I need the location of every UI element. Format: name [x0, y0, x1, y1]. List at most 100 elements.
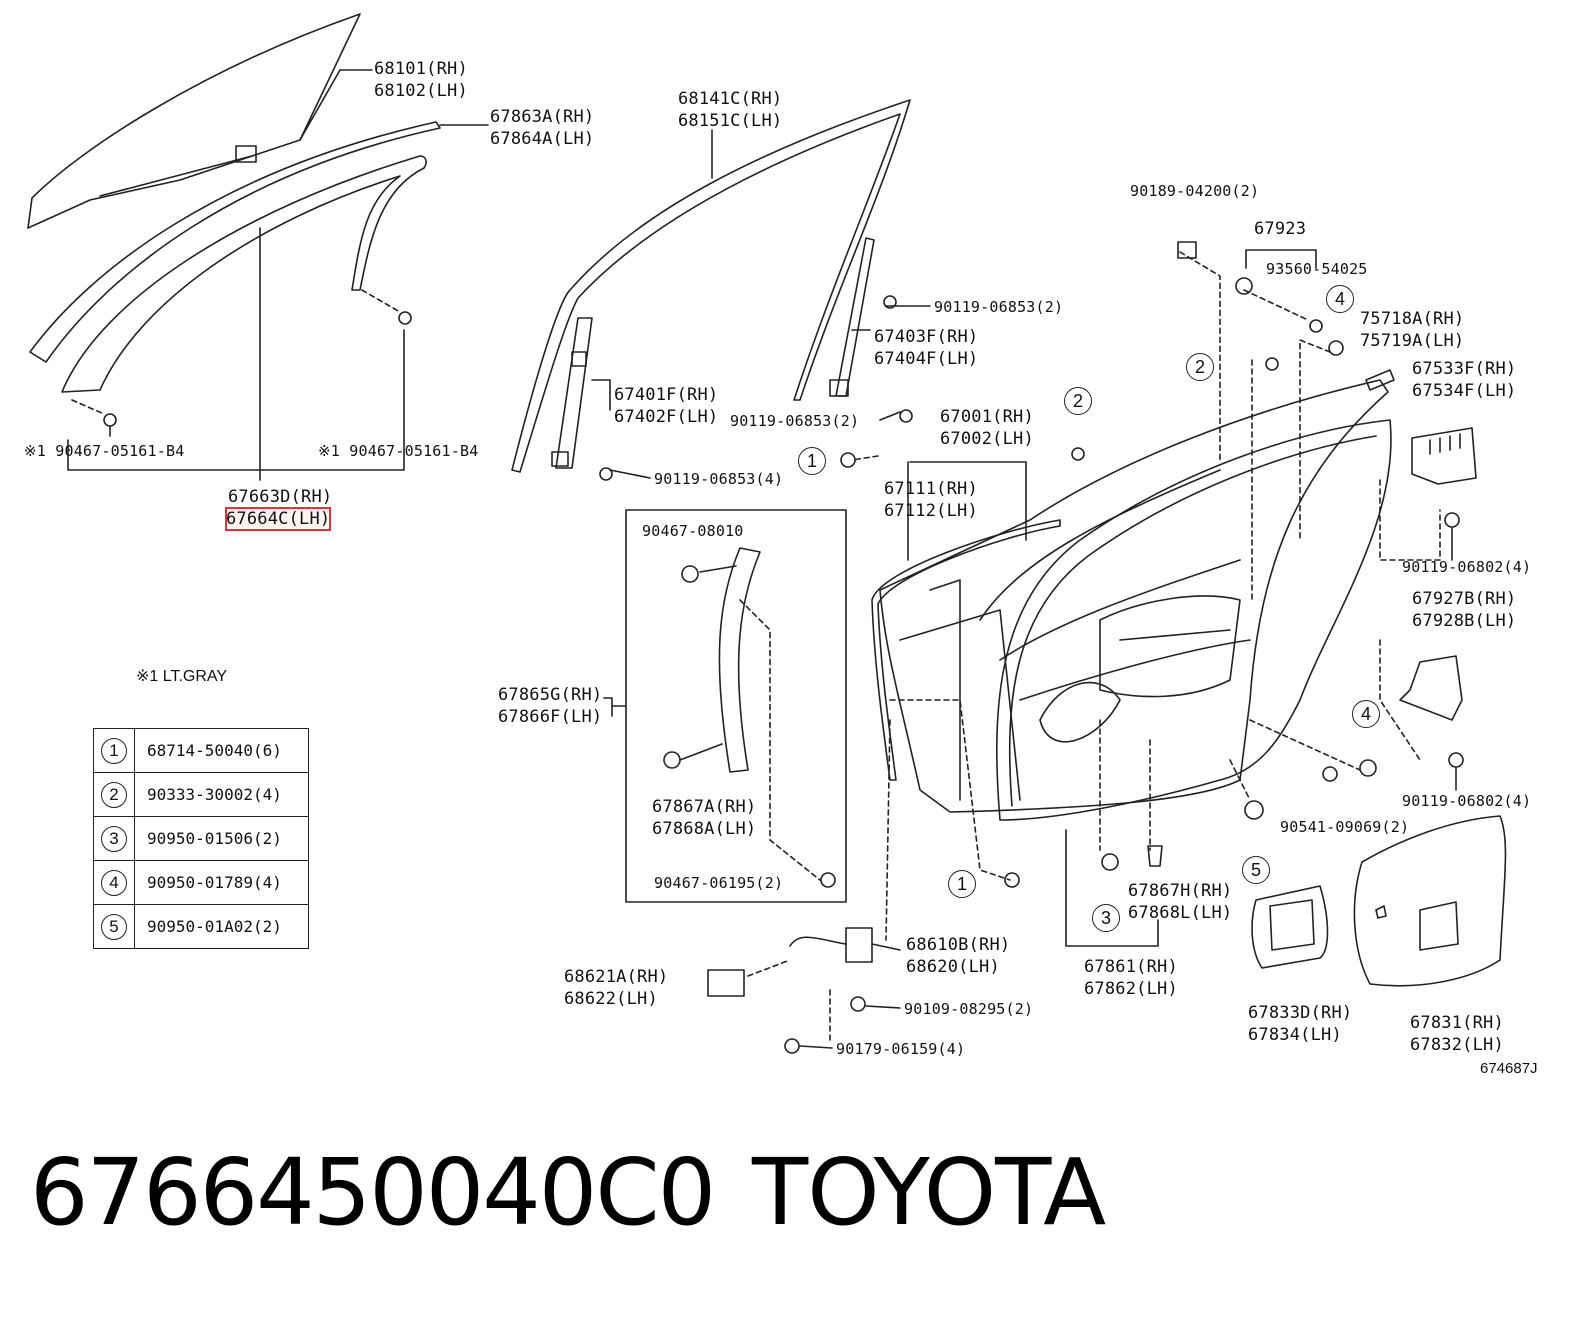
set-93560-label: 93560-54025 [1266, 260, 1368, 278]
nut-06159-label: 90179-06159(4) [836, 1040, 966, 1058]
frame-seal [871, 519, 1061, 781]
legend-row: 1 68714-50040(6) [93, 728, 309, 773]
door-trim-panel-part [1353, 815, 1507, 987]
speaker-bracket-part [1399, 655, 1463, 721]
legend-row: 3 90950-01506(2) [93, 816, 309, 861]
clip-label-right: ※1 90467-05161-B4 [318, 442, 479, 460]
clip-label-left: ※1 90467-05161-B4 [24, 442, 185, 460]
check-cover-label-rh: 67533F(RH) [1412, 359, 1517, 379]
door-weatherstrip [996, 419, 1392, 821]
frame-seal-label-lh: 67112(LH) [884, 501, 978, 521]
inset-clip-bottom-label: 90467-06195(2) [654, 874, 784, 892]
rear-channel-bolt-label: 90119-06853(2) [934, 298, 1064, 316]
callout-5: 5 [1242, 856, 1270, 884]
callout-1-lower: 1 [948, 870, 976, 898]
door-panel-label-rh: 67001(RH) [940, 407, 1034, 427]
bolt-06802-top-label: 90119-06802(4) [1402, 558, 1532, 576]
window-glass-label-lh: 68102(LH) [374, 81, 468, 101]
pillar-garnish-label-rh: 67663D(RH) [228, 487, 333, 507]
window-glass [27, 13, 361, 229]
hinge-cover-label-lh: 75719A(LH) [1360, 331, 1465, 351]
legend-part: 90333-30002(4) [134, 772, 309, 817]
cover-plug-label-rh: 67867H(RH) [1128, 881, 1233, 901]
outer-weatherstrip [29, 121, 441, 363]
outer-weatherstrip-label-rh: 67863A(RH) [490, 107, 595, 127]
callout-2-upper: 2 [1186, 353, 1214, 381]
service-hole-cover-part [1251, 885, 1329, 969]
screw-top-label: 90189-04200(2) [1130, 182, 1260, 200]
trim-panel-label-rh: 67831(RH) [1410, 1013, 1504, 1033]
callout-4-lower: 4 [1352, 700, 1380, 728]
legend-part: 90950-01789(4) [134, 860, 309, 905]
nut-09069-label: 90541-09069(2) [1280, 818, 1410, 836]
door-check-part [845, 927, 873, 963]
rear-channel-label-rh: 67403F(RH) [874, 327, 979, 347]
service-hole-cover-label-rh: 67833D(RH) [1248, 1003, 1353, 1023]
glass-run [511, 99, 911, 473]
legend-part: 68714-50040(6) [134, 728, 309, 773]
callout-3: 3 [1092, 904, 1120, 932]
inset-clip-top-label: 90467-08010 [642, 522, 744, 540]
figure-code: 674687J [1480, 1060, 1538, 1077]
legend-row: 4 90950-01789(4) [93, 860, 309, 905]
front-channel-label-lh: 67402F(LH) [614, 407, 719, 427]
callout-4-upper: 4 [1326, 285, 1354, 313]
service-hole-cover-label-lh: 67834(LH) [1248, 1025, 1342, 1045]
pillar-garnish [61, 155, 427, 393]
frame-seal-label-rh: 67111(RH) [884, 479, 978, 499]
front-channel-label-rh: 67401F(RH) [614, 385, 719, 405]
outer-weatherstrip-label-lh: 67864A(LH) [490, 129, 595, 149]
door-check-label-rh: 68610B(RH) [906, 935, 1011, 955]
door-check-label-lh: 68620(LH) [906, 957, 1000, 977]
legend-row: 2 90333-30002(4) [93, 772, 309, 817]
rear-channel [835, 237, 875, 397]
bolt-08295-label: 90109-08295(2) [904, 1000, 1034, 1018]
fastener-legend-table: 1 68714-50040(6) 2 90333-30002(4) 3 90950-0… [93, 728, 309, 949]
speaker-bracket-label-rh: 67927B(RH) [1412, 589, 1517, 609]
inset-molding-label-lh: 67866F(LH) [498, 707, 603, 727]
pillar-garnish-label-lh-highlighted: 67664C(LH) [224, 507, 332, 531]
window-glass-label-rh: 68101(RH) [374, 59, 468, 79]
door-outer-panel [879, 379, 1389, 813]
glass-run-label-rh: 68141C(RH) [678, 89, 783, 109]
bolt-06802-bottom-label: 90119-06802(4) [1402, 792, 1532, 810]
legend-row: 5 90950-01A02(2) [93, 904, 309, 949]
trim-panel-label-lh: 67832(LH) [1410, 1035, 1504, 1055]
front-channel [555, 317, 593, 469]
legend-number: 5 [101, 913, 127, 940]
check-cap-part [707, 969, 745, 997]
check-cap-label-lh: 68622(LH) [564, 989, 658, 1009]
set-67923-label: 67923 [1254, 219, 1307, 239]
legend-number: 1 [101, 737, 127, 764]
cover-plug-label-lh: 67868L(LH) [1128, 903, 1233, 923]
front-channel-bolt-label: 90119-06853(2) [730, 412, 860, 430]
weatherstrip-label-lh: 67862(LH) [1084, 979, 1178, 999]
inset-piece-label-rh: 67867A(RH) [652, 797, 757, 817]
check-cover-label-lh: 67534F(LH) [1412, 381, 1517, 401]
inset-piece-label-lh: 67868A(LH) [652, 819, 757, 839]
callout-1-upper: 1 [798, 447, 826, 475]
hinge-cover-label-rh: 75718A(RH) [1360, 309, 1465, 329]
check-cover-part [1411, 427, 1477, 485]
legend-part: 90950-01506(2) [134, 816, 309, 861]
speaker-bracket-label-lh: 67928B(LH) [1412, 611, 1517, 631]
weatherstrip-label-rh: 67861(RH) [1084, 957, 1178, 977]
legend-number: 4 [101, 869, 127, 896]
legend-part: 90950-01A02(2) [134, 904, 309, 949]
inset-box [625, 509, 847, 903]
color-note: ※1 LT.GRAY [136, 668, 228, 685]
door-panel-label-lh: 67002(LH) [940, 429, 1034, 449]
glass-run-label-lh: 68151C(LH) [678, 111, 783, 131]
part-number-title: 6766450040C0 [30, 1139, 716, 1246]
legend-number: 2 [101, 781, 127, 808]
inset-molding-label-rh: 67865G(RH) [498, 685, 603, 705]
legend-number: 3 [101, 825, 127, 852]
callout-2-lower: 2 [1064, 387, 1092, 415]
brand-name: TOYOTA [752, 1139, 1106, 1246]
check-cap-label-rh: 68621A(RH) [564, 967, 669, 987]
rear-channel-label-lh: 67404F(LH) [874, 349, 979, 369]
channel-bolt-4-label: 90119-06853(4) [654, 470, 784, 488]
inset-molding-part [718, 547, 761, 773]
